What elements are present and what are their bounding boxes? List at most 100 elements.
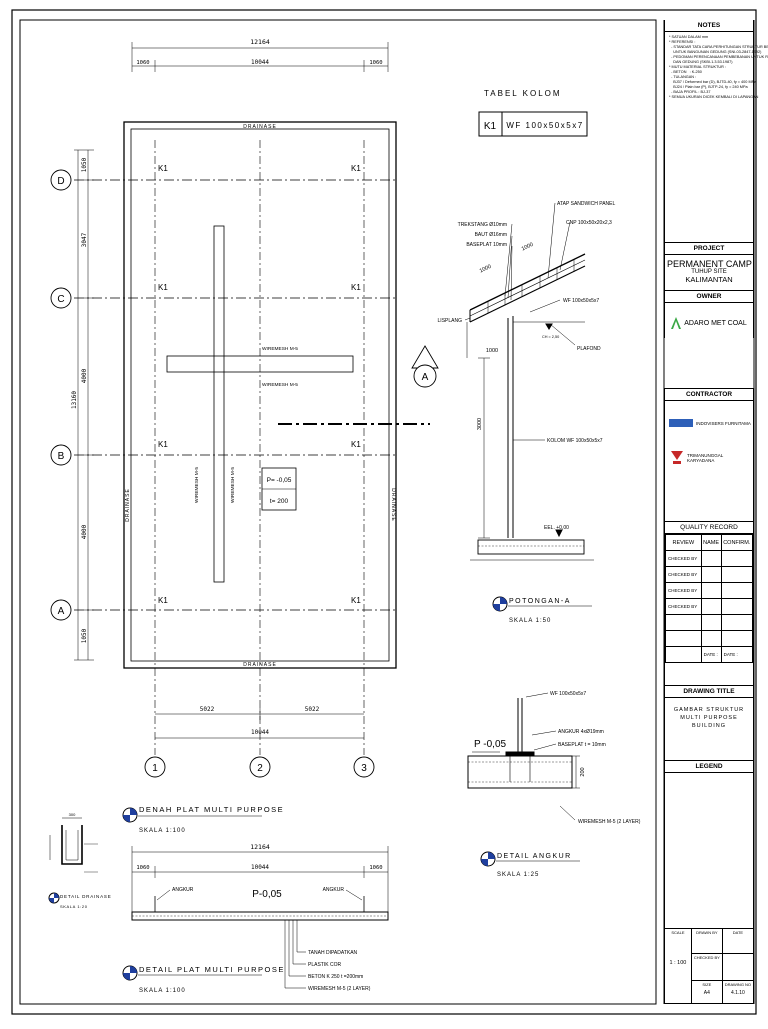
wiremesh-label-v1: WIREMESH M-5	[194, 467, 200, 503]
note-line: - STANDAR TATA CARA PERHITUNGAN STRUKTUR…	[669, 45, 768, 49]
grid-row-D: D	[57, 176, 64, 187]
column-tag-b1: K1	[158, 440, 168, 449]
drainase-title-symbol	[48, 892, 60, 904]
sec-trekstang: TREKSTANG Ø10mm	[458, 222, 507, 228]
angkur-angkur: ANGKUR 4xØ19mm	[558, 729, 604, 735]
grid-row-C: C	[57, 294, 64, 305]
sec-plafond: PLAFOND	[577, 346, 601, 352]
drawing-title-head: DRAWING TITLE	[665, 685, 753, 698]
section-title: POTONGAN-A	[509, 598, 571, 605]
plat-scale: SKALA 1:100	[139, 988, 186, 994]
sec-dim-ceiling: 1000	[486, 348, 498, 354]
plan-title: DENAH PLAT MULTI PURPOSE	[139, 805, 284, 814]
plat-edge-left: 1060	[136, 865, 149, 871]
trimanunggal-logo-icon	[671, 451, 683, 465]
contractor-head: CONTRACTOR	[665, 388, 753, 401]
row-dim-4: 4000	[81, 524, 88, 539]
plan-edge-dim-left: 1060	[136, 60, 149, 66]
sec-dim-rafter-2: 1000	[521, 242, 535, 253]
project-site: TUHUP SITE	[691, 269, 727, 275]
note-line: - TULANGAN :	[669, 75, 697, 79]
drawing-title: GAMBAR STRUKTUR MULTI PURPOSE BUILDING	[673, 707, 745, 729]
plat-angkur-right: ANGKUR	[323, 887, 345, 893]
scale-value: 1 : 100	[669, 960, 687, 966]
plan-level-label: P= -0,05	[267, 477, 292, 484]
drawing-title-block: DRAWING TITLE GAMBAR STRUKTUR MULTI PURP…	[664, 685, 754, 760]
angkur-detail	[467, 692, 580, 821]
row-dim-3: 4000	[81, 368, 88, 383]
grid-row-B: B	[58, 451, 65, 462]
wiremesh-label-v2: WIREMESH M-5	[230, 467, 236, 503]
note-line: BJ37 / Deformed bar (D), BJTD-40, fy = 4…	[669, 80, 757, 84]
contractor-1-name: INDOVISERS FURNITAMA	[696, 420, 751, 426]
plat-layer-3: BETON K 250 t =200mm	[308, 974, 363, 980]
qr-row-4: CHECKED BY	[665, 598, 702, 615]
note-line: - BAJA PROFIL : BJ-37	[669, 90, 711, 94]
contractor-block: CONTRACTOR INDOVISERS FURNITAMA TRIMANUN…	[664, 388, 754, 521]
sec-kolom: KOLOM WF 100x50x5x7	[547, 438, 603, 444]
plat-edge-mid: 10044	[251, 864, 269, 871]
contractor-1-row: INDOVISERS FURNITAMA	[665, 401, 753, 437]
plat-overall-dim: 12164	[250, 843, 270, 851]
date-head: DATE	[732, 930, 744, 935]
drawing-no: 4.1.10	[730, 990, 745, 997]
angkur-wiremesh: WIREMESH M-5 (2 LAYER)	[578, 819, 641, 825]
plan-title-symbol	[122, 807, 138, 823]
note-line: * MUTU MATERIAL STRUKTUR :	[669, 65, 726, 69]
plan-drainage-bottom: DRAINASE	[243, 662, 277, 668]
sheet-border	[11, 9, 757, 1015]
row-dim-2: 3047	[81, 232, 88, 247]
column-tag-d1: K1	[158, 164, 168, 173]
tabel-kolom-box	[478, 111, 588, 137]
project-region: KALIMANTAN	[685, 275, 733, 284]
date-1: DATE :	[700, 646, 722, 663]
section-title-symbol	[492, 596, 508, 612]
col-dim-total: 10044	[251, 729, 269, 736]
stamp-table: SCALE 1 : 100 DRAWN BY DATE CHECKED BY S…	[665, 929, 753, 1003]
note-line: * SEMUA UKURAN DICEK KEMBALI DI LAPANGAN	[669, 95, 759, 99]
sec-elv: EEL. +0,00	[544, 525, 569, 531]
project-block: PROJECT PERMANENT CAMP TUHUP SITE KALIMA…	[664, 242, 754, 338]
wiremesh-label-h2: WIREMESH M-5	[262, 382, 298, 388]
size-head: SIZE	[702, 982, 712, 988]
indovisers-logo-icon	[669, 419, 693, 427]
date-2: DATE :	[720, 646, 754, 663]
column-tag-b3: K1	[351, 440, 361, 449]
angkur-level: P -0,05	[474, 739, 506, 750]
note-line: * SATUAN DALAM mm	[669, 35, 709, 39]
note-line: DAN GEDUNG (SKBI-1.3.53.1987)	[669, 60, 733, 64]
angkur-title-symbol	[480, 851, 496, 867]
qr-row-1: CHECKED BY	[665, 550, 702, 567]
column-tag-c3: K1	[351, 283, 361, 292]
adaro-logo-icon	[671, 317, 682, 329]
angkur-title: DETAIL ANGKUR	[497, 853, 572, 860]
notes-head: NOTES	[665, 20, 753, 32]
contractor-2-name: TRIMANUNGGAL KARYADANA	[687, 453, 724, 463]
plan-drainage-top: DRAINASE	[243, 124, 277, 130]
angkur-baseplat: BASEPLAT t = 10mm	[558, 742, 606, 748]
col-dim-2: 5022	[305, 706, 320, 713]
row-dim-total: 13160	[71, 391, 78, 409]
section-marker-label: A	[422, 372, 429, 383]
plan-scale: SKALA 1:100	[139, 828, 186, 834]
section-marker	[411, 345, 439, 388]
project-head: PROJECT	[665, 242, 753, 255]
plan-edge-dim-right: 1060	[369, 60, 382, 66]
row-dim-5: 1050	[81, 628, 88, 643]
quality-block: QUALITY RECORD REVIEW NAME CONFIRM. CHEC…	[664, 521, 754, 685]
quality-head: QUALITY RECORD	[665, 521, 753, 534]
sec-ch: CH = 2,50	[542, 335, 559, 339]
qr-row-3: CHECKED BY	[665, 582, 702, 599]
note-line: - PEDOMAN PERENCANAAN PEMBEBANAN UNTUK R…	[671, 55, 768, 59]
plan-edge-dim-mid: 10044	[251, 59, 269, 66]
grid-bubbles	[50, 169, 375, 778]
note-line: UNTUK BANGUNAN GEDUNG (SNI-03-2847-1992)	[669, 50, 762, 54]
size-value: A4	[703, 990, 710, 997]
drainase-dim: 300	[69, 812, 76, 817]
plat-edge-right: 1060	[369, 865, 382, 871]
sec-baseplat: BASEPLAT 10mm	[466, 242, 507, 248]
qr-row-2: CHECKED BY	[665, 566, 702, 583]
sec-baut: BAUT Ø16mm	[475, 232, 507, 238]
sec-dim-rafter-1: 1000	[479, 264, 493, 275]
legend-block: LEGEND	[664, 760, 754, 928]
